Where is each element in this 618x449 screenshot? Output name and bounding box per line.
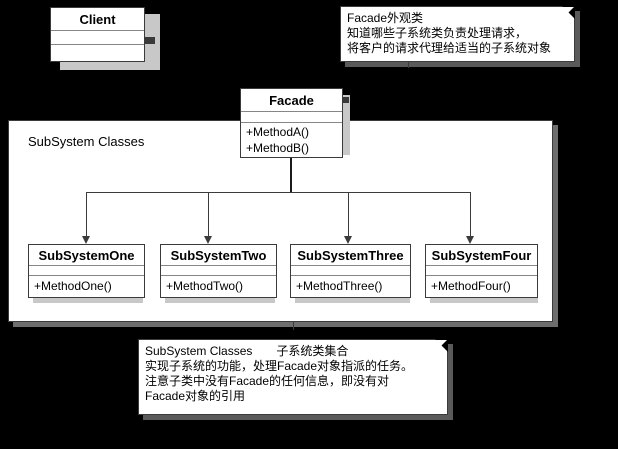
- subsystem-one-class-operations: +MethodOne(): [29, 276, 144, 297]
- client-class-attributes: [51, 31, 144, 45]
- facade-note-text: Facade外观类 知道哪些子系统类负责处理请求， 将客户的请求代理给适当的子系…: [347, 11, 552, 55]
- subsystem-four-operation: +MethodFour(): [431, 279, 511, 293]
- facade-class-operations: +MethodA() +MethodB(): [241, 123, 342, 156]
- facade-note[interactable]: Facade外观类 知道哪些子系统类负责处理请求， 将客户的请求代理给适当的子系…: [340, 6, 575, 62]
- subsystem-note[interactable]: SubSystem Classes 子系统类集合 实现子系统的功能，处理Faca…: [138, 339, 448, 415]
- facade-class-name: Facade: [241, 89, 342, 112]
- subsystem-one-operation: +MethodOne(): [34, 279, 112, 293]
- subsystem-one-class-attributes: [29, 266, 144, 276]
- facade-class-box[interactable]: Facade +MethodA() +MethodB(): [240, 88, 343, 158]
- arrow-head-icon: [82, 236, 90, 244]
- subsystem-connector-three: [348, 192, 349, 238]
- subsystem-four-class-box[interactable]: SubSystemFour +MethodFour(): [425, 244, 538, 298]
- subsystem-two-class-box[interactable]: SubSystemTwo +MethodTwo(): [160, 244, 277, 298]
- subsystem-four-class-name: SubSystemFour: [426, 245, 537, 266]
- subsystem-two-operation: +MethodTwo(): [166, 279, 244, 293]
- subsystem-four-class-attributes: [426, 266, 537, 276]
- facade-operation: +MethodB(): [246, 141, 310, 155]
- facade-operation: +MethodA(): [246, 125, 310, 139]
- client-class-shadow-notch: [141, 37, 155, 44]
- facade-trunk-connector: [290, 158, 292, 192]
- arrow-head-icon: [204, 236, 212, 244]
- subsystem-two-class-name: SubSystemTwo: [161, 245, 276, 266]
- facade-note-connector: [408, 62, 409, 68]
- subsystem-one-class-name: SubSystemOne: [29, 245, 144, 266]
- facade-class-shadow-notch: [339, 97, 349, 103]
- package-label: SubSystem Classes: [28, 134, 145, 149]
- facade-class-attributes: [241, 112, 342, 123]
- subsystem-one-class-box[interactable]: SubSystemOne +MethodOne(): [28, 244, 145, 298]
- note-fold-inner-icon: [562, 7, 574, 19]
- client-class-operations: [51, 45, 144, 61]
- subsystem-three-class-operations: +MethodThree(): [291, 276, 410, 297]
- subsystem-three-operation: +MethodThree(): [296, 279, 383, 293]
- arrow-head-icon: [466, 236, 474, 244]
- subsystem-three-class-attributes: [291, 266, 410, 276]
- subsystem-connector-two: [208, 192, 209, 238]
- subsystem-connector-one: [86, 192, 87, 238]
- subsystem-distribution-bar: [86, 192, 470, 193]
- subsystem-note-text: SubSystem Classes 子系统类集合 实现子系统的功能，处理Faca…: [145, 344, 414, 403]
- subsystem-two-class-attributes: [161, 266, 276, 276]
- client-class-box[interactable]: Client: [50, 7, 145, 62]
- arrow-head-icon: [344, 236, 352, 244]
- note-fold-inner-icon: [435, 340, 447, 352]
- subsystem-two-class-operations: +MethodTwo(): [161, 276, 276, 297]
- subsystem-connector-four: [470, 192, 471, 238]
- subsystem-three-class-name: SubSystemThree: [291, 245, 410, 266]
- subsystem-three-class-box[interactable]: SubSystemThree +MethodThree(): [290, 244, 411, 298]
- subsystem-note-connector: [293, 322, 294, 330]
- client-class-name: Client: [51, 8, 144, 31]
- subsystem-four-class-operations: +MethodFour(): [426, 276, 537, 297]
